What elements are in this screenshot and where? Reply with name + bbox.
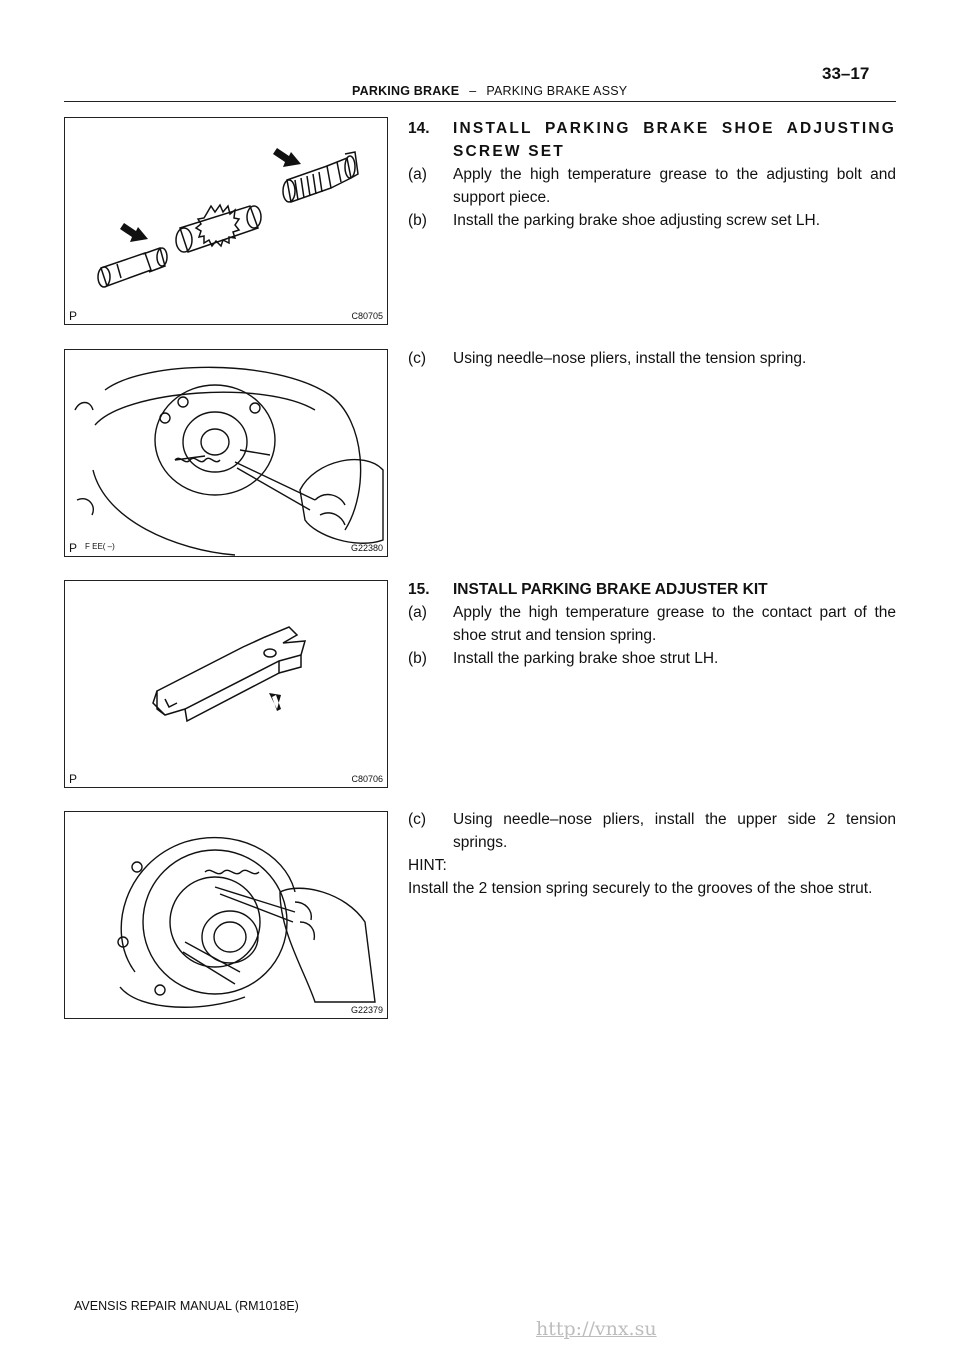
figure-p-mark: P: [69, 541, 78, 555]
hint-text: Install the 2 tension spring securely to…: [408, 880, 873, 897]
substep-label: (a): [408, 604, 427, 621]
step-15-block: 15. INSTALL PARKING BRAKE ADJUSTER KIT (…: [408, 578, 896, 670]
step-title: INSTALL PARKING BRAKE SHOE ADJUSTING SCR…: [453, 120, 896, 160]
figure-p-mark: P: [69, 309, 78, 323]
hint-label: HINT:: [408, 857, 447, 874]
substep-text: Install the parking brake shoe adjusting…: [453, 212, 821, 229]
step-title: INSTALL PARKING BRAKE ADJUSTER KIT: [453, 581, 768, 598]
substep-label: (c): [408, 811, 427, 828]
figure-code: C80705: [351, 311, 383, 321]
figure-adjusting-screw-set: P C80705: [64, 117, 388, 325]
shoe-strut-illustration: [152, 626, 307, 723]
step-number: 15.: [408, 581, 430, 598]
figure-upper-springs-install: G22379: [64, 811, 388, 1019]
substep-text: Apply the high temperature grease to the…: [453, 166, 896, 206]
adjusting-screw-set-illustration: [97, 148, 359, 288]
figure-tension-spring-install: P F EE( –) G22380: [64, 349, 388, 557]
header-separator: –: [469, 84, 477, 98]
page-number: 33–17: [822, 64, 870, 83]
step-15c-block: (c) Using needle–nose pliers, install th…: [408, 808, 896, 900]
tension-spring-illustration: [74, 366, 384, 556]
substep-label: (b): [408, 650, 427, 667]
manual-footer: AVENSIS REPAIR MANUAL (RM1018E): [74, 1299, 299, 1313]
substep-label: (b): [408, 212, 427, 229]
substep-label: (c): [408, 350, 427, 367]
header-section: PARKING BRAKE: [352, 84, 460, 98]
upper-springs-illustration: [117, 836, 376, 1008]
step-14c-block: (c) Using needle–nose pliers, install th…: [408, 347, 896, 370]
substep-text: Using needle–nose pliers, install the up…: [453, 811, 896, 851]
header-rule: [64, 101, 896, 102]
step-14-block: 14. INSTALL PARKING BRAKE SHOE ADJUSTING…: [408, 117, 896, 232]
substep-text: Apply the high temperature grease to the…: [453, 604, 896, 644]
figure-p-mark: P: [69, 772, 78, 786]
running-header: PARKING BRAKE–PARKING BRAKE ASSY: [352, 84, 627, 98]
substep-label: (a): [408, 166, 427, 183]
step-number: 14.: [408, 120, 430, 137]
figure-code: C80706: [351, 774, 383, 784]
substep-text: Install the parking brake shoe strut LH.: [453, 650, 719, 667]
figure-code: G22379: [350, 1005, 383, 1015]
substep-text: Using needle–nose pliers, install the te…: [453, 350, 807, 367]
header-subsection: PARKING BRAKE ASSY: [486, 84, 628, 98]
watermark-link[interactable]: http://vnx.su: [536, 1318, 657, 1340]
figure-shoe-strut: P C80706: [64, 580, 388, 788]
figure-code: G22380: [350, 543, 383, 553]
figure-sub-label: F EE( –): [85, 542, 115, 551]
